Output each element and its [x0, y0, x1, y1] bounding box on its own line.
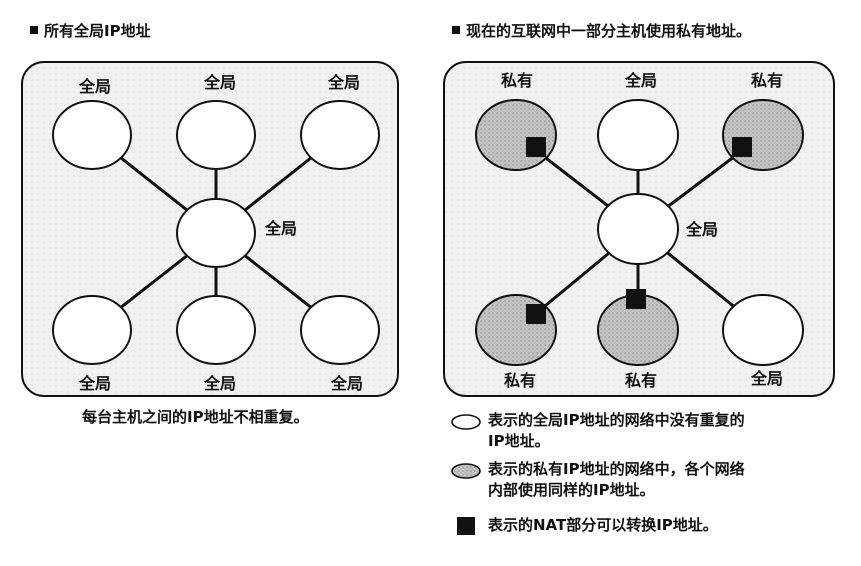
node-label: 全局 [330, 374, 363, 393]
node-label: 全局 [264, 219, 297, 238]
nat-box [732, 137, 752, 157]
legend-nat-text: 表示的NAT部分可以转换IP地址。 [488, 516, 718, 534]
node-label: 全局 [750, 369, 783, 388]
node-label: 全局 [203, 374, 236, 393]
global-center-node [176, 198, 256, 268]
bullet-square-icon [30, 26, 38, 34]
bullet-square-icon [452, 26, 460, 34]
right-heading: 现在的互联网中一部分主机使用私有地址。 [452, 20, 751, 41]
left-heading: 所有全局IP地址 [30, 20, 151, 41]
global-center-node [597, 193, 679, 265]
global-network-node [300, 100, 380, 170]
global-network-node [176, 295, 256, 365]
global-network-node [300, 295, 380, 365]
right-heading-text: 现在的互联网中一部分主机使用私有地址。 [466, 22, 752, 40]
right-network-panel: 私有 全局 私有 全局 私有 私有 全局 [443, 61, 835, 397]
node-label: 全局 [327, 73, 360, 92]
legend-global-line2: IP地址。 [488, 432, 550, 450]
global-network-node [52, 100, 132, 170]
legend-private-line1: 表示的私有IP地址的网络中，各个网络 [488, 460, 745, 478]
global-network-node [176, 100, 256, 170]
white-ellipse-icon [451, 414, 481, 430]
private-network-node [475, 99, 557, 171]
left-caption: 每台主机之间的IP地址不相重复。 [82, 408, 309, 426]
node-label: 私有 [501, 71, 533, 90]
nat-box [526, 137, 546, 157]
global-network-node [722, 294, 804, 366]
node-label: 全局 [203, 73, 236, 92]
black-square-icon [457, 517, 475, 535]
node-label: 全局 [78, 374, 111, 393]
left-network-panel: 全局 全局 全局 全局 全局 全局 全局 [21, 61, 399, 397]
node-label: 私有 [751, 71, 783, 90]
nat-box [626, 289, 646, 309]
global-network-node [597, 99, 679, 171]
node-label: 私有 [504, 371, 536, 390]
private-network-node [722, 99, 804, 171]
left-heading-text: 所有全局IP地址 [44, 22, 151, 40]
node-label: 私有 [625, 371, 657, 390]
legend-global-line1: 表示的全局IP地址的网络中没有重复的 [488, 411, 745, 429]
global-network-node [52, 295, 132, 365]
node-label: 全局 [624, 71, 657, 90]
legend-private-line2: 内部使用同样的IP地址。 [488, 481, 655, 499]
node-label: 全局 [685, 220, 718, 239]
node-label: 全局 [78, 77, 111, 96]
gray-ellipse-icon [451, 463, 481, 479]
nat-box [526, 304, 546, 324]
